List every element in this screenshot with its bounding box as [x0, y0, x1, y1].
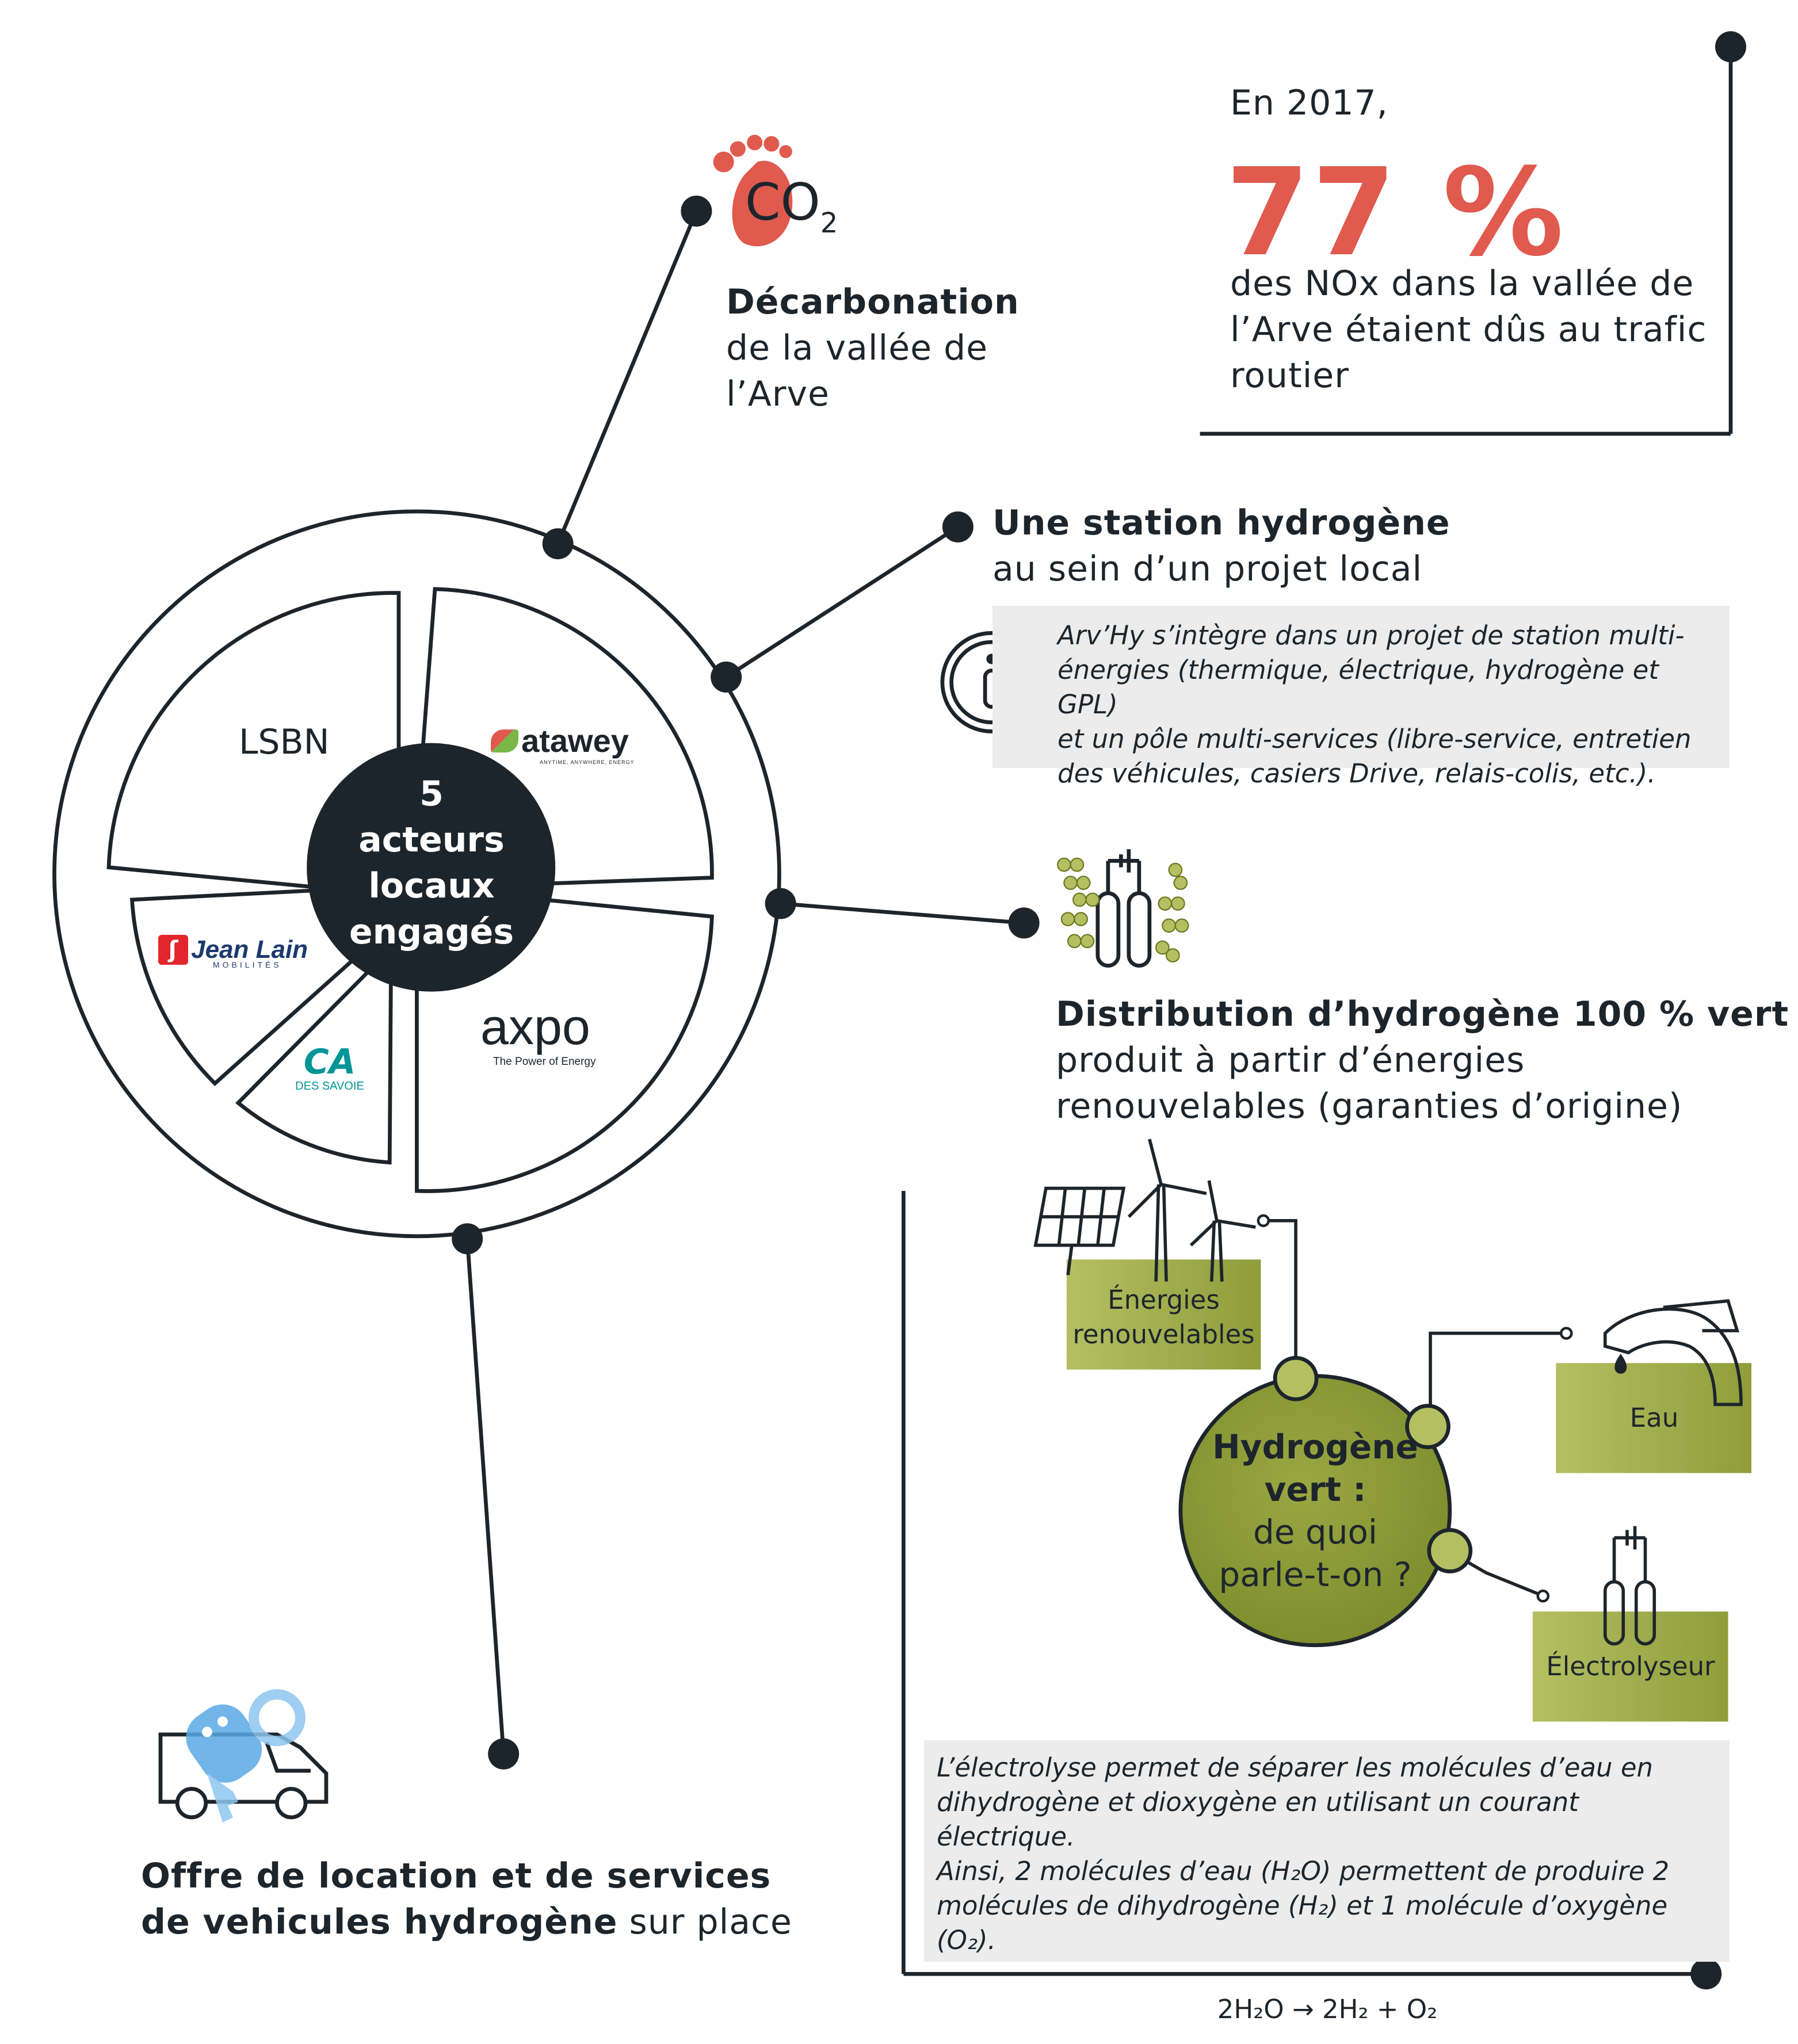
co2-sub: 2: [820, 207, 838, 239]
hydrogen-molecules-icon: [1056, 849, 1189, 968]
station-info-box: Arv’Hy s’intègre dans un projet de stati…: [992, 606, 1730, 789]
renewables-line: Énergies: [1108, 1285, 1220, 1315]
actors-center-disc: [307, 743, 556, 992]
renewables-line: renouvelables: [1072, 1319, 1255, 1350]
station-info-line: et un pôle multi-services (libre-service…: [1058, 724, 1692, 754]
stat-intro: En 2017,: [1230, 83, 1388, 123]
hydrogen-port: [1273, 1355, 1319, 1401]
rental-title-rest: sur place: [617, 1902, 792, 1942]
actors-outer-ring: [52, 509, 781, 1239]
connector-dot: [681, 195, 712, 227]
actors-center-line: acteurs: [358, 820, 505, 860]
electrolysis-line: L’électrolyse permet de séparer les molé…: [937, 1752, 1654, 1783]
station-subtitle: au sein d’un projet local: [992, 549, 1423, 589]
connector-dot: [452, 1223, 483, 1255]
electrolysis-line: molécules de dihydrogène (H₂) et 1 moléc…: [937, 1890, 1668, 1955]
atawey-tagline: ANYTIME, ANYWHERE, ENERGY: [540, 759, 635, 765]
connector-dot: [1690, 1958, 1722, 1990]
connector-lines: [465, 210, 1024, 1755]
electrolysis-line: Ainsi, 2 molécules d’eau (H₂O) permetten…: [937, 1856, 1670, 1886]
atawey-mark-icon: [491, 729, 518, 752]
electrolysis-line: dihydrogène et dioxygène en utilisant un…: [937, 1787, 1579, 1852]
electrolysis-box: L’électrolyse permet de séparer les molé…: [924, 1740, 1730, 2024]
rental-title-line1: Offre de location et de services: [141, 1856, 772, 1896]
rental-title-bold: de vehicules hydrogène: [141, 1902, 618, 1942]
connector-dot: [942, 511, 974, 542]
jeanlain-mark-icon: ʃ: [158, 935, 188, 965]
electrolyser-box: [1532, 1611, 1728, 1722]
rental-title-line2: de vehicules hydrogène sur place: [141, 1898, 792, 1946]
actor-jeanlain-logo: ʃ Jean Lain MOBILITÉS: [158, 935, 325, 969]
station-info-line: Arv’Hy s’intègre dans un projet de stati…: [1058, 620, 1685, 651]
hydrogen-port: [1405, 1404, 1450, 1449]
faucet-icon: [1603, 1299, 1743, 1407]
actors-center-line: locaux: [368, 866, 495, 906]
connector-dot: [1008, 907, 1040, 939]
stat-line2: l’Arve étaient dûs au trafic: [1230, 310, 1707, 350]
actors-center-label: 5 acteurs locaux engagés: [312, 771, 551, 955]
water-label: Eau: [1629, 1403, 1679, 1433]
station-info-line: des véhicules, casiers Drive, relais-col…: [1058, 758, 1656, 789]
van-key-icon: [158, 1689, 329, 1823]
hydrogen-ball-label: Hydrogène vert : de quoi parle-t-on ?: [1180, 1426, 1450, 1596]
solar-wind-icon: [1033, 1138, 1256, 1282]
distribution-line1: produit à partir d’énergies: [1056, 1040, 1525, 1080]
stat-line1: des NOx dans la vallée de: [1230, 263, 1694, 304]
connector-dot: [711, 661, 742, 693]
jeanlain-tagline: MOBILITÉS: [213, 960, 282, 969]
connector-dot-small: [1560, 1327, 1573, 1340]
connector-dot: [765, 888, 796, 919]
jeanlain-name: Jean Lain: [191, 935, 308, 964]
connector-dot-small: [1536, 1590, 1550, 1603]
water-box: [1556, 1363, 1752, 1473]
actor-ca-logo: CA DES SAVOIE: [278, 1044, 381, 1093]
electrolyser-label: Électrolyseur: [1546, 1651, 1715, 1682]
actor-atawey-logo: atawey ANYTIME, ANYWHERE, ENERGY: [491, 722, 663, 765]
hydrogen-ball-line: de quoi: [1253, 1512, 1378, 1552]
segment-ca: [235, 962, 393, 1165]
segment-jeanlain: [129, 888, 365, 1087]
actors-center-line: engagés: [349, 912, 514, 952]
ca-name: DES SAVOIE: [295, 1080, 364, 1092]
axpo-name: axpo: [480, 998, 590, 1055]
decarbonation-line2: l’Arve: [726, 374, 830, 414]
co2-main: CO: [745, 173, 820, 232]
axpo-tagline: The Power of Energy: [493, 1056, 596, 1068]
connector-dot: [1715, 31, 1747, 63]
connector-dot-small: [1257, 1214, 1270, 1228]
co2-label: CO2: [745, 174, 838, 252]
stat-value: 77 %: [1226, 142, 1566, 283]
ca-mark-icon: CA: [303, 1042, 356, 1082]
distribution-title: Distribution d’hydrogène 100 % vert: [1056, 994, 1789, 1034]
atawey-name: atawey: [521, 723, 629, 759]
actor-lsbn: LSBN: [239, 722, 330, 762]
distribution-line2: renouvelables (garanties d’origine): [1056, 1086, 1683, 1126]
renewables-box: [1066, 1259, 1261, 1370]
actor-axpo-logo: axpo The Power of Energy: [480, 998, 619, 1068]
decarbonation-line1: de la vallée de: [726, 328, 988, 368]
electrolysis-equation: 2H₂O → 2H₂ + O₂: [1217, 1994, 1438, 2024]
station-title: Une station hydrogène: [992, 503, 1450, 543]
connector-dot: [542, 528, 574, 560]
connector-dot: [488, 1738, 520, 1770]
decarbonation-title: Décarbonation: [726, 282, 1020, 322]
electrolyser-icon: [1603, 1526, 1656, 1646]
hydrogen-bracket: [901, 1191, 1707, 1976]
station-info-line: énergies (thermique, électrique, hydrogè…: [1058, 655, 1659, 720]
hydrogen-ball-line: vert :: [1264, 1470, 1366, 1509]
actors-center-line: 5: [419, 774, 444, 814]
co2-footprint-icon: [713, 135, 793, 247]
stat-bracket: [1200, 47, 1733, 436]
renewables-label: Énergies renouvelables: [1067, 1283, 1261, 1352]
stat-line3: routier: [1230, 356, 1349, 396]
hydrogen-ball-line: parle-t-on ?: [1219, 1555, 1412, 1594]
hydrogen-port: [1427, 1528, 1473, 1573]
hydrogen-ball-line: Hydrogène: [1212, 1427, 1418, 1466]
